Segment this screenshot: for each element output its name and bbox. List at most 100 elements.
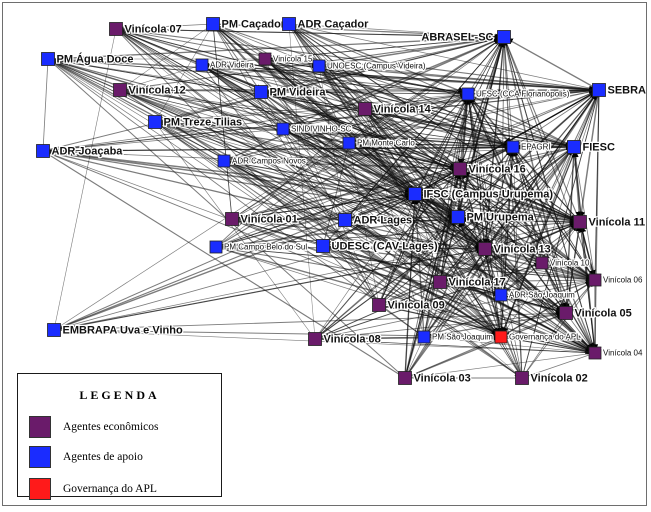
node-marker-adrsj	[494, 288, 508, 302]
edge-adrlag-sindi	[282, 128, 346, 221]
edge-sindi-adrjoa	[42, 128, 284, 153]
edge-v14-adrsj	[364, 108, 502, 296]
node-marker-adrlag	[338, 213, 352, 227]
edge-gov-ifsc	[414, 193, 502, 338]
node-label-v05: Vinícola 05	[575, 308, 632, 320]
node-unoesc: UNOESC (Campus Videira)	[312, 59, 427, 73]
node-pmmc: PM Monte Carlo	[342, 136, 417, 150]
node-marker-v07	[109, 22, 123, 36]
edge-v04-v11	[578, 221, 596, 354]
edge-pmvid-v07	[115, 28, 262, 93]
edge-v15-v10	[264, 58, 543, 264]
edge-pmmc-v11	[348, 142, 581, 223]
node-marker-gov	[494, 330, 508, 344]
node-marker-v15	[258, 52, 272, 66]
edge-v17-v07	[115, 28, 441, 283]
node-label-pmuru: PM Urupema	[467, 212, 535, 224]
node-label-gov: Governança do APL	[509, 333, 581, 342]
edge-unoesc-ifsc	[318, 65, 416, 195]
legend-label-economic: Agentes econômicos	[63, 421, 159, 433]
edge-pmsj-pmagua	[47, 58, 425, 338]
edge-v16-sebrae	[459, 89, 600, 170]
edge-pmsj-ufsc	[423, 93, 470, 338]
edge-embrapa-v05	[53, 310, 567, 331]
node-v10: Vinícola 10	[535, 256, 591, 270]
edge-v09-pmcac	[212, 23, 380, 306]
node-pmcbs: PM Campo Belo do Sul	[209, 240, 309, 254]
edge-pmmc-ufsc	[348, 93, 469, 144]
node-label-adrcac: ADR Caçador	[298, 19, 370, 31]
edge-pmtt-v16	[154, 121, 461, 171]
edge-adrvid-v04	[201, 64, 596, 354]
edge-udesc-v01	[231, 218, 324, 247]
node-label-pmsj: PM São Joaquim	[432, 333, 493, 342]
node-v01: Vinícola 01	[225, 212, 299, 227]
edge-v11-v16	[459, 168, 581, 223]
node-v03: Vinícola 03	[398, 371, 472, 386]
edge-v17-gov	[439, 281, 502, 338]
node-marker-udesc	[316, 239, 330, 253]
edge-embrapa-abrasel	[53, 36, 505, 331]
edge-v09-adrvid	[201, 64, 380, 306]
edge-v14-pmcbs	[215, 108, 366, 248]
edge-v14-v11	[364, 108, 581, 223]
node-adrcac: ADR Caçador	[282, 17, 370, 32]
node-label-pmagua: PM Água Doce	[57, 53, 134, 66]
node-pmcac: PM Caçador	[206, 17, 287, 32]
edge-adrjoa-sebrae	[42, 89, 600, 152]
node-label-pmvid: PM Videira	[270, 87, 327, 99]
node-marker-pmsj	[417, 330, 431, 344]
node-pmtt: PM Treze Tilias	[148, 115, 243, 130]
edge-adrcac-pmmc	[288, 23, 350, 144]
edge-adrcac-sebrae	[288, 23, 600, 91]
edge-v05-adrsj	[500, 294, 567, 314]
node-marker-v17	[433, 275, 447, 289]
edge-v03-v04	[404, 351, 596, 379]
edge-pmcbs-v04	[215, 246, 596, 354]
node-label-adrjoa: ADR Joaçaba	[52, 146, 124, 158]
node-v08: Vinícola 08	[308, 332, 382, 347]
edge-v09-v11	[378, 221, 581, 306]
node-v04: Vinícola 04	[588, 346, 644, 360]
node-pmvid: PM Videira	[254, 85, 328, 100]
edge-v02-unoesc	[318, 65, 523, 379]
edge-v02-ifsc	[414, 193, 523, 379]
edge-v05-v11	[565, 221, 582, 314]
legend-label-governance: Governança do APL	[63, 483, 157, 495]
edge-pmmc-v16	[348, 142, 461, 170]
edge-v09-v15	[264, 58, 380, 306]
edge-v11-ufsc	[467, 93, 581, 223]
node-udesc: UDESC (CAV-Lages)	[316, 239, 439, 254]
node-label-ufsc: UFSC (CCA Florianópolis)	[476, 90, 570, 99]
node-label-adrvid: ADR Videira	[210, 61, 254, 70]
edge-adrcn-adrsj	[223, 160, 502, 296]
edge-v02-v16	[459, 168, 523, 379]
edge-adrsj-ifsc	[414, 193, 502, 296]
node-marker-pmcac	[206, 17, 220, 31]
node-v02: Vinícola 02	[515, 371, 589, 386]
edge-v04-fiesc	[571, 146, 596, 354]
edge-pmtt-ufsc	[154, 92, 469, 123]
edge-v08-adrcac	[288, 23, 316, 340]
edge-adrsj-adrvid	[201, 64, 502, 296]
node-label-v09: Vinícola 09	[388, 300, 445, 312]
node-v17: Vinícola 17	[433, 275, 507, 290]
edge-ufsc-v09	[378, 93, 469, 306]
node-v14: Vinícola 14	[358, 102, 433, 117]
edge-v15-pmmc	[264, 58, 350, 144]
node-label-v01: Vinícola 01	[241, 214, 298, 226]
edge-adrcac-epagri	[288, 23, 514, 148]
edge-v06-sebrae	[594, 89, 601, 281]
edge-embrapa-v13	[53, 247, 486, 331]
node-label-v12: Vinícola 12	[129, 85, 186, 97]
edge-abrasel-v11	[503, 36, 581, 223]
edge-unoesc-sebrae	[318, 65, 600, 93]
node-label-abrasel: ABRASEL-SC	[421, 32, 493, 44]
edge-v02-v06	[521, 279, 596, 379]
edge-v11-pmuru	[457, 215, 581, 223]
edge-sebrae-v02	[521, 89, 600, 379]
edge-v10-v16	[459, 168, 543, 264]
node-v11: Vinícola 11	[573, 215, 646, 230]
edge-adrcn-abrasel	[223, 36, 505, 162]
